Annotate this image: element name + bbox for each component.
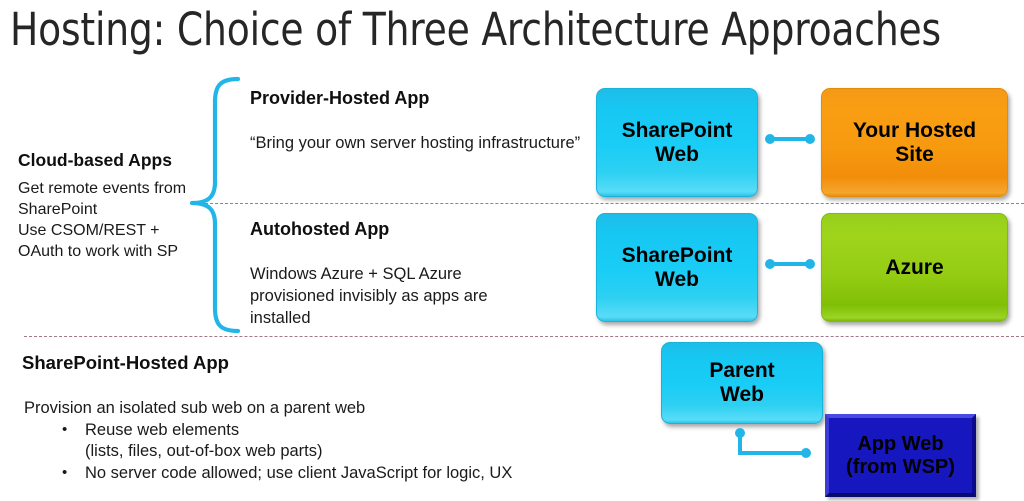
bullet-line-3: No server code allowed; use client JavaS… bbox=[85, 463, 513, 482]
box-label: Azure bbox=[885, 255, 944, 279]
autohosted-line-3: installed bbox=[250, 309, 311, 327]
box-app-web[interactable]: App Web (from WSP) bbox=[825, 414, 976, 497]
box-label: SharePoint Web bbox=[622, 119, 733, 166]
connector-dot-end bbox=[805, 259, 815, 269]
cloud-group-body: Get remote events from SharePoint Use CS… bbox=[18, 178, 203, 262]
connector-line bbox=[770, 137, 810, 141]
box-label: App Web (from WSP) bbox=[846, 433, 955, 478]
cloud-group-brace bbox=[186, 74, 244, 336]
box-label: Your Hosted Site bbox=[853, 119, 976, 166]
cloud-line-1: Get remote events from bbox=[18, 180, 187, 197]
connector-line-vertical bbox=[738, 431, 742, 455]
separator-provider-autohosted bbox=[205, 203, 1024, 204]
sharepoint-hosted-heading: SharePoint-Hosted App bbox=[22, 352, 229, 373]
connector-sharepoint-to-hosted bbox=[765, 133, 815, 145]
box-label: Parent Web bbox=[709, 359, 774, 406]
box-label: SharePoint Web bbox=[622, 244, 733, 291]
sharepoint-hosted-bullet-list: Reuse web elements (lists, files, out-of… bbox=[24, 419, 524, 485]
connector-dot-end bbox=[801, 448, 811, 458]
connector-line-horizontal bbox=[738, 451, 806, 455]
bullet-line-2: (lists, files, out-of-box web parts) bbox=[85, 442, 323, 460]
box-sharepoint-web-provider[interactable]: SharePoint Web bbox=[596, 88, 758, 197]
autohosted-heading: Autohosted App bbox=[250, 219, 390, 239]
box-label-line2: Web bbox=[655, 142, 699, 166]
connector-dot-end bbox=[805, 134, 815, 144]
sharepoint-hosted-body: Provision an isolated sub web on a paren… bbox=[24, 398, 524, 484]
autohosted-line-1: Windows Azure + SQL Azure bbox=[250, 265, 462, 283]
cloud-line-4: OAuth to work with SP bbox=[18, 243, 179, 260]
page-title: Hosting: Choice of Three Architecture Ap… bbox=[10, 3, 941, 56]
cloud-group-heading: Cloud-based Apps bbox=[18, 150, 172, 170]
box-label-line2: Web bbox=[655, 267, 699, 291]
autohosted-line-2: provisioned invisibly as apps are bbox=[250, 287, 488, 305]
connector-dot-start bbox=[765, 259, 775, 269]
sharepoint-hosted-intro: Provision an isolated sub web on a paren… bbox=[24, 399, 366, 417]
box-parent-web[interactable]: Parent Web bbox=[661, 342, 823, 424]
list-item: No server code allowed; use client JavaS… bbox=[58, 462, 524, 485]
connector-sharepoint-to-azure bbox=[765, 258, 815, 270]
cloud-line-3: Use CSOM/REST + bbox=[18, 222, 160, 239]
box-label-line2: Site bbox=[895, 142, 934, 166]
box-label-line1: Your Hosted bbox=[852, 118, 977, 142]
separator-cloud-sharepoint bbox=[24, 336, 1024, 337]
box-azure[interactable]: Azure bbox=[821, 213, 1008, 322]
box-sharepoint-web-autohosted[interactable]: SharePoint Web bbox=[596, 213, 758, 322]
bullet-line-1: Reuse web elements bbox=[85, 420, 240, 439]
connector-dot-start bbox=[765, 134, 775, 144]
box-label-line2: Web bbox=[720, 383, 764, 406]
cloud-line-2: SharePoint bbox=[18, 201, 98, 218]
connector-line bbox=[770, 262, 810, 266]
box-label-line1: Parent bbox=[709, 359, 775, 383]
provider-hosted-body: “Bring your own server hosting infrastru… bbox=[250, 134, 581, 152]
provider-hosted-heading: Provider-Hosted App bbox=[250, 88, 430, 108]
autohosted-body: Windows Azure + SQL Azure provisioned in… bbox=[250, 263, 550, 329]
connector-parent-to-app-web bbox=[733, 428, 818, 460]
box-your-hosted-site[interactable]: Your Hosted Site bbox=[821, 88, 1008, 197]
box-label-line2: (from WSP) bbox=[846, 455, 955, 478]
list-item: Reuse web elements (lists, files, out-of… bbox=[58, 419, 524, 463]
box-label-line1: App Web bbox=[857, 433, 944, 456]
box-label-line1: SharePoint bbox=[621, 243, 733, 267]
connector-dot-start bbox=[735, 428, 745, 438]
box-label-line1: SharePoint bbox=[621, 118, 733, 142]
